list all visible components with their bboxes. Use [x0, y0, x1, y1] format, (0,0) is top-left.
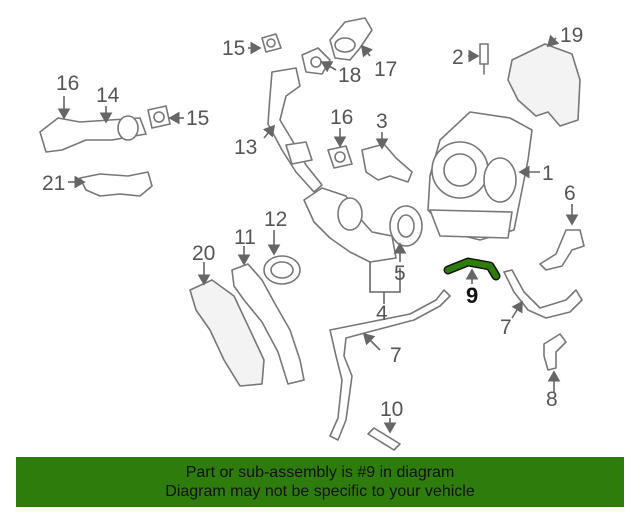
callout-13: 13 — [234, 136, 257, 159]
callout-labels: 15 18 17 19 2 16 14 15 13 16 3 21 1 6 12… — [42, 24, 583, 421]
part-20-heat-shield — [189, 279, 265, 387]
callout-10: 10 — [380, 398, 403, 421]
callout-21: 21 — [42, 172, 65, 195]
part-1-turbocharger — [427, 111, 533, 241]
part-13-egr-tube — [267, 67, 323, 193]
callout-5: 5 — [394, 262, 406, 285]
part-17-egr-flange — [329, 17, 373, 61]
callout-17: 17 — [374, 58, 397, 81]
parts-diagram: 15 18 17 19 2 16 14 15 13 16 3 21 1 6 12… — [39, 17, 585, 451]
part-14-exhaust-pipe — [39, 115, 147, 153]
callout-12: 12 — [264, 208, 287, 231]
callout-8: 8 — [546, 388, 558, 411]
part-8-hose — [543, 333, 567, 371]
part-11-intake-duct — [231, 263, 305, 385]
part-21-pipe — [79, 171, 153, 197]
part-4-intake-elbow — [303, 187, 397, 263]
callout-16-left: 16 — [56, 72, 79, 95]
part-3-sensor — [361, 143, 413, 183]
callout-7-left: 7 — [390, 344, 402, 367]
callout-18: 18 — [338, 64, 361, 87]
callout-16-mid: 16 — [330, 106, 353, 129]
callout-15-left: 15 — [186, 107, 209, 130]
part-12-clamp — [263, 255, 301, 285]
leader-lines — [57, 34, 579, 434]
part-9-hose-highlighted — [443, 257, 501, 281]
part-10-tube — [367, 427, 401, 451]
callout-4: 4 — [376, 302, 388, 325]
part-7-oil-line — [329, 289, 451, 441]
callout-11: 11 — [234, 226, 256, 249]
part-15-gasket-upper — [261, 33, 282, 53]
callout-3: 3 — [376, 110, 388, 133]
callout-20: 20 — [192, 242, 215, 265]
part-19-heat-shield — [507, 43, 581, 127]
part-7-tube-right — [503, 269, 583, 319]
part-2-sensor — [479, 43, 489, 75]
part-6-hose — [539, 229, 585, 271]
banner-disclaimer-line: Diagram may not be specific to your vehi… — [165, 483, 475, 500]
callout-19: 19 — [560, 24, 583, 47]
part-18-gasket — [301, 47, 331, 75]
callout-9-highlighted: 9 — [466, 283, 478, 308]
part-15-gasket-left — [147, 105, 171, 129]
part-5-clamp-ring — [389, 205, 423, 247]
callout-2: 2 — [452, 46, 464, 69]
callout-15-upper: 15 — [222, 37, 245, 60]
info-banner: Part or sub-assembly is #9 in diagram Di… — [16, 457, 624, 507]
callout-1: 1 — [542, 162, 554, 185]
callout-6: 6 — [564, 182, 576, 205]
part-16-gasket-mid — [327, 145, 353, 169]
banner-part-line: Part or sub-assembly is #9 in diagram — [185, 464, 455, 481]
callout-14: 14 — [96, 84, 120, 107]
callout-7-right: 7 — [500, 316, 512, 339]
